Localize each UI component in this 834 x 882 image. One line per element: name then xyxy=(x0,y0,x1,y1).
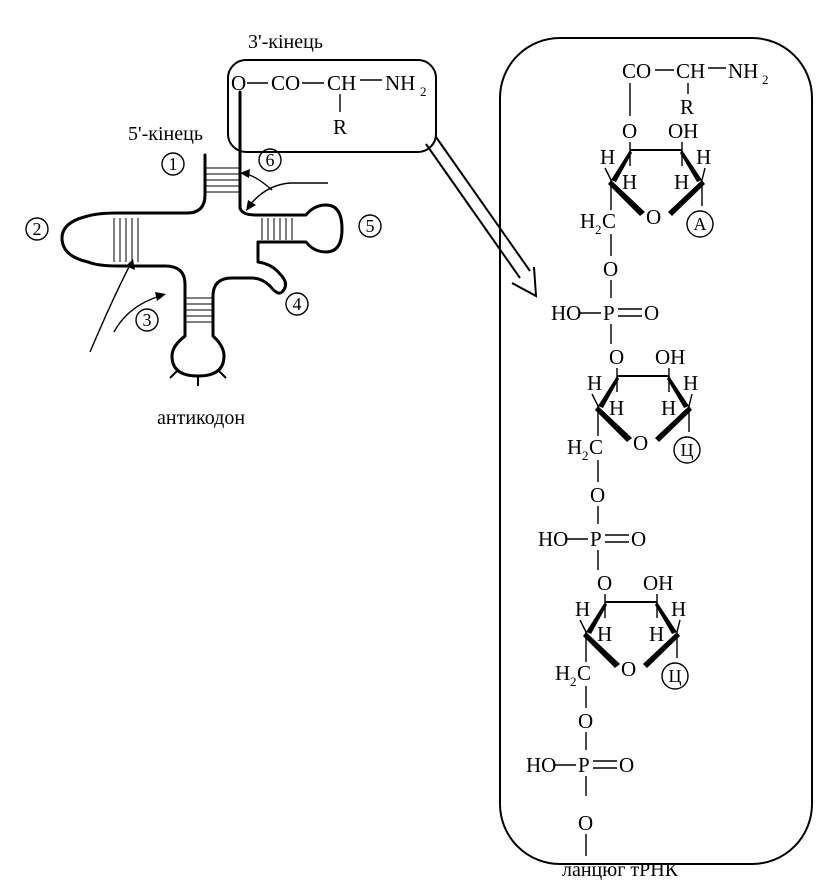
terminal-co: CO xyxy=(271,71,300,95)
link-o: O xyxy=(603,257,618,281)
t-arm xyxy=(238,203,344,254)
region-circle-1 xyxy=(161,152,185,176)
ring-o: O xyxy=(633,431,648,455)
region-number-6: 6 xyxy=(266,150,275,170)
link-o: O xyxy=(578,709,593,733)
h-label: H xyxy=(696,145,711,169)
region-number-5: 5 xyxy=(366,216,375,236)
region-number-3: 3 xyxy=(143,310,152,330)
p-label: P xyxy=(603,301,615,325)
ester-o: O xyxy=(622,119,637,143)
detail-co: CO xyxy=(622,59,651,83)
terminal-nh: NH xyxy=(385,71,415,95)
ch2-sub: 2 xyxy=(582,448,589,463)
nucleotide-3: O OH O H H H H H 2 C Ц O xyxy=(526,571,689,796)
terminal-group: O CO CH NH 2 R xyxy=(231,71,427,139)
base-label: Ц xyxy=(681,440,694,460)
link-o: O xyxy=(590,483,605,507)
cloverleaf: 3'-кінець O CO CH NH 2 R 5'-кінець xyxy=(25,31,538,429)
region-circle-2 xyxy=(25,217,49,241)
po-o: O xyxy=(644,301,659,325)
h-label: H xyxy=(661,396,676,420)
region-circle-3 xyxy=(135,308,159,332)
terminal-r: R xyxy=(333,115,347,139)
terminal-nh-sub: 2 xyxy=(420,84,427,99)
ester-o: O xyxy=(609,345,624,369)
ho-label: HO xyxy=(551,301,581,325)
ch2-sub: 2 xyxy=(570,674,577,689)
h-label: H xyxy=(600,145,615,169)
detail-r: R xyxy=(680,95,694,119)
region-numbers: 1 2 3 4 5 6 xyxy=(25,148,382,332)
ester-o: O xyxy=(597,571,612,595)
oh-label: OH xyxy=(643,571,673,595)
trna-chain-label: ланцюг тРНК xyxy=(562,859,679,881)
ch2-c: C xyxy=(589,435,603,459)
ho-label: HO xyxy=(526,753,556,777)
h-label: H xyxy=(622,170,637,194)
ch2-label: H xyxy=(555,661,570,685)
region-circle-5 xyxy=(358,214,382,238)
region-number-4: 4 xyxy=(293,294,302,314)
detail-panel xyxy=(499,37,813,865)
detail-nh: NH xyxy=(728,59,758,83)
h-label: H xyxy=(597,622,612,646)
anticodon-label: антикодон xyxy=(157,407,245,429)
po-o: O xyxy=(631,527,646,551)
p-label: P xyxy=(590,527,602,551)
pointer-arrows xyxy=(89,169,328,353)
terminal-aminoacyl: CO CH NH 2 R xyxy=(622,59,769,119)
t-stem-bonds xyxy=(261,218,293,240)
oh-label: OH xyxy=(668,119,698,143)
po-o: O xyxy=(619,753,634,777)
nucleotide-1: O OH O H H H H H 2 C A O xyxy=(551,119,714,344)
h-label: H xyxy=(575,597,590,621)
terminal-ch: CH xyxy=(327,71,356,95)
ch2-sub: 2 xyxy=(595,222,602,237)
three-prime-end-label: 3'-кінець xyxy=(248,31,323,53)
ho-label: HO xyxy=(538,527,568,551)
h-label: H xyxy=(671,597,686,621)
terminal-o: O xyxy=(231,71,246,95)
terminal-box xyxy=(227,59,437,153)
h-label: H xyxy=(674,170,689,194)
anticodon-ticks xyxy=(169,369,227,386)
region-circle-6 xyxy=(258,148,282,172)
region-number-2: 2 xyxy=(33,219,42,239)
ch2-c: C xyxy=(602,209,616,233)
acceptor-stem-bonds xyxy=(205,167,240,193)
base-circle xyxy=(673,436,701,464)
base-label: A xyxy=(694,214,707,234)
h-label: H xyxy=(587,371,602,395)
nucleotide-2: O OH O H H H H H 2 C Ц O xyxy=(538,345,701,570)
detail-nh-sub: 2 xyxy=(762,72,769,87)
region-circle-4 xyxy=(285,292,309,316)
anticodon-stem-bonds xyxy=(185,297,213,323)
chain-end: O ланцюг тРНК xyxy=(562,811,679,881)
detail-ch: CH xyxy=(676,59,705,83)
zoom-arrow xyxy=(425,136,538,298)
variable-loop xyxy=(211,240,287,322)
base-circle xyxy=(686,210,714,238)
ring-o: O xyxy=(621,657,636,681)
ch2-label: H xyxy=(580,209,595,233)
ring-o: O xyxy=(646,205,661,229)
five-prime-end-label: 5'-кінець xyxy=(128,123,203,145)
backbone-left xyxy=(60,153,207,322)
final-o: O xyxy=(578,811,593,835)
ch2-label: H xyxy=(567,435,582,459)
region-number-1: 1 xyxy=(169,154,178,174)
anticodon-loop xyxy=(170,318,226,378)
base-circle xyxy=(661,662,689,690)
ch2-c: C xyxy=(577,661,591,685)
base-label: Ц xyxy=(669,666,682,686)
h-label: H xyxy=(609,396,624,420)
d-stem-bonds xyxy=(113,218,139,262)
h-label: H xyxy=(649,622,664,646)
p-label: P xyxy=(578,753,590,777)
h-label: H xyxy=(683,371,698,395)
oh-label: OH xyxy=(655,345,685,369)
